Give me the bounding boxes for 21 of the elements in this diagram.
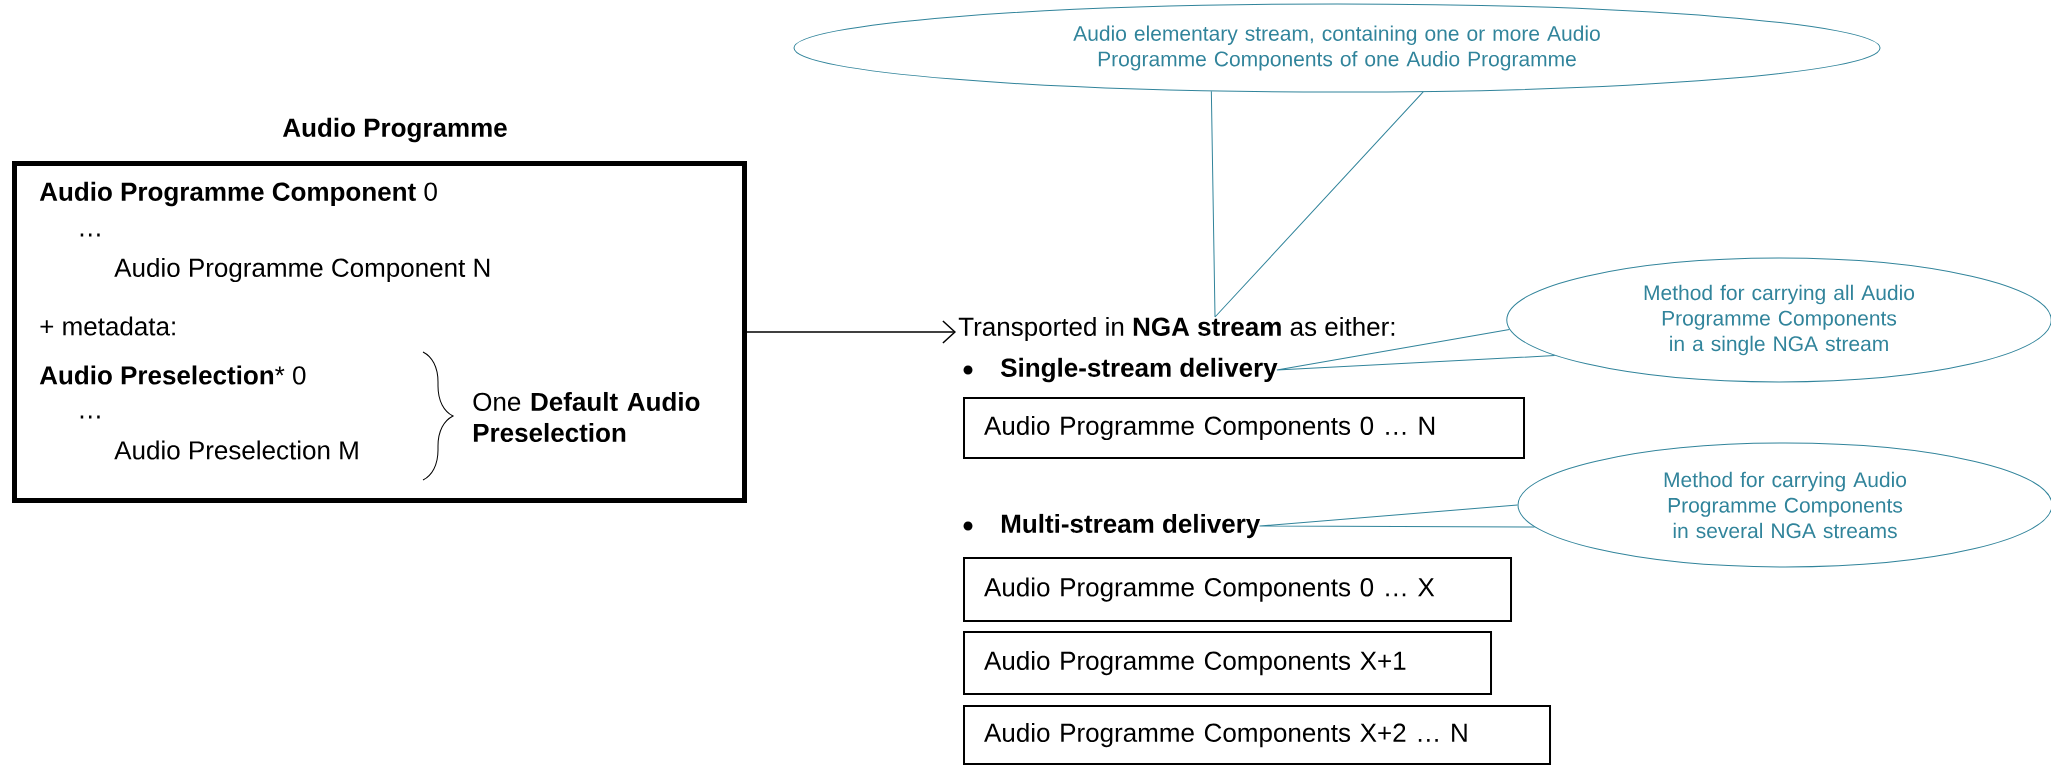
component-box: Audio Programme Components X+1 — [963, 631, 1492, 695]
text-line: Audio Programme Component 0 — [39, 181, 437, 207]
text-line: + metadata: — [40, 316, 175, 336]
callout-pointer — [1276, 328, 1556, 371]
callout-pointer — [1259, 504, 1535, 528]
text-line: Audio Preselection M — [114, 440, 358, 460]
callout-pointer — [1210, 90, 1424, 318]
text-line: Audio Preselection* 0 — [39, 365, 306, 385]
text-label: Transported in NGA stream as either: — [958, 316, 1395, 342]
programme-box — [12, 117, 747, 503]
text-line: … — [80, 415, 100, 419]
component-box: Audio Programme Components 0 … N — [963, 397, 1525, 459]
component-box: Audio Programme Components 0 … X — [963, 557, 1512, 622]
heading: Audio Programme — [282, 117, 507, 143]
text-label: Multi-stream delivery — [1001, 513, 1261, 539]
text-line: Audio Programme Component N — [114, 257, 490, 283]
arrow — [746, 320, 956, 344]
text-label: Single-stream delivery — [1000, 357, 1278, 383]
text-line: … — [80, 233, 100, 237]
text-line: One Default Audio Preselection — [473, 391, 700, 443]
component-box: Audio Programme Components X+2 … N — [963, 705, 1551, 765]
